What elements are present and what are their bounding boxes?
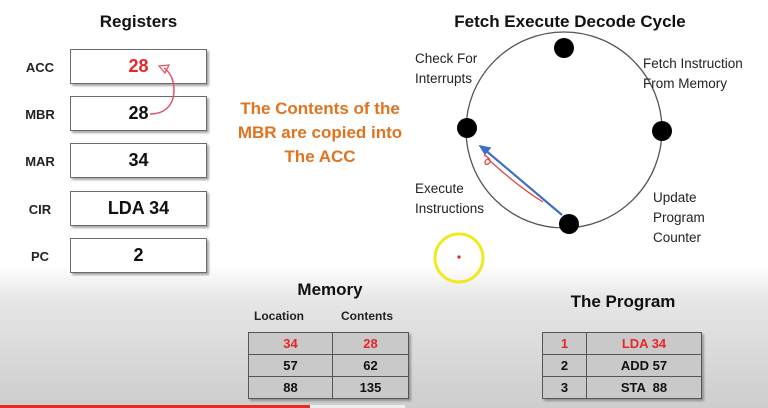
table-row: 34 28	[248, 332, 409, 355]
label-line: Interrupts	[415, 71, 473, 86]
program-line-number: 2	[542, 354, 587, 377]
register-value: 28	[128, 56, 149, 76]
node-top	[554, 38, 574, 58]
program-instruction: STA 88	[586, 376, 702, 399]
blue-arrow	[483, 148, 563, 216]
memory-location: 34	[248, 332, 333, 355]
register-acc: 28	[70, 49, 207, 84]
label-execute-instructions: Execute Instructions	[415, 179, 484, 219]
note-line: The Contents of the	[240, 99, 400, 118]
label-line: Fetch Instruction	[643, 56, 743, 71]
memory-contents: 28	[332, 332, 409, 355]
table-row: 88 135	[248, 376, 409, 399]
table-row: 3 STA 88	[542, 376, 702, 399]
register-label-acc: ACC	[25, 60, 55, 75]
cycle-title: Fetch Execute Decode Cycle	[454, 12, 686, 31]
memory-contents: 62	[332, 354, 409, 377]
register-pc: 2	[70, 238, 207, 273]
video-progress-bar[interactable]	[0, 405, 310, 408]
note-line: The ACC	[284, 147, 356, 166]
program-instruction: LDA 34	[586, 332, 702, 355]
cycle-diagram	[457, 31, 672, 234]
program-line-number: 1	[542, 332, 587, 355]
explanation-note: The Contents of the MBR are copied into …	[230, 97, 410, 169]
memory-location: 57	[248, 354, 333, 377]
label-line: Counter	[653, 230, 702, 245]
register-value: LDA 34	[107, 198, 170, 218]
register-label-mbr: MBR	[25, 107, 55, 122]
label-line: Instructions	[415, 201, 485, 216]
program-line-number: 3	[542, 376, 587, 399]
register-value: 2	[133, 245, 144, 265]
node-bottom	[559, 214, 579, 234]
memory-title: Memory	[297, 280, 363, 299]
node-left	[457, 118, 477, 138]
table-row: 1 LDA 34	[542, 332, 702, 355]
label-line: Execute	[415, 181, 464, 196]
label-check-interrupts: Check For Interrupts	[415, 49, 477, 89]
register-label-pc: PC	[30, 249, 50, 264]
label-line: Check For	[415, 51, 478, 66]
register-label-cir: CIR	[28, 202, 52, 217]
register-cir: LDA 34	[70, 191, 207, 226]
memory-table: 34 28 57 62 88 135	[248, 332, 409, 399]
label-fetch-instruction: Fetch Instruction From Memory	[643, 54, 743, 94]
program-title: The Program	[570, 292, 676, 311]
red-scribble	[483, 154, 544, 203]
cycle-ring	[465, 31, 663, 229]
register-value: 34	[128, 150, 149, 170]
label-line: Update	[653, 190, 697, 205]
register-value: 28	[128, 103, 149, 123]
table-row: 57 62	[248, 354, 409, 377]
video-buffer-bar[interactable]	[310, 405, 405, 408]
note-line: MBR are copied into	[237, 123, 403, 142]
label-line: From Memory	[643, 76, 727, 91]
node-right	[652, 121, 672, 141]
memory-contents: 135	[332, 376, 409, 399]
register-mar: 34	[70, 143, 207, 178]
memory-header-contents: Contents	[341, 309, 393, 323]
memory-location: 88	[248, 376, 333, 399]
blue-arrow-head	[478, 144, 492, 156]
label-line: Program	[653, 210, 705, 225]
label-update-pc: Update Program Counter	[653, 188, 705, 248]
register-mbr: 28	[70, 96, 207, 131]
registers-title: Registers	[99, 12, 178, 31]
program-table: 1 LDA 34 2 ADD 57 3 STA 88	[542, 332, 702, 399]
program-instruction: ADD 57	[586, 354, 702, 377]
register-label-mar: MAR	[25, 154, 55, 169]
table-row: 2 ADD 57	[542, 354, 702, 377]
memory-header-location: Location	[254, 309, 304, 323]
cursor-highlight	[433, 232, 485, 284]
copy-arrow-annotation	[149, 64, 175, 115]
